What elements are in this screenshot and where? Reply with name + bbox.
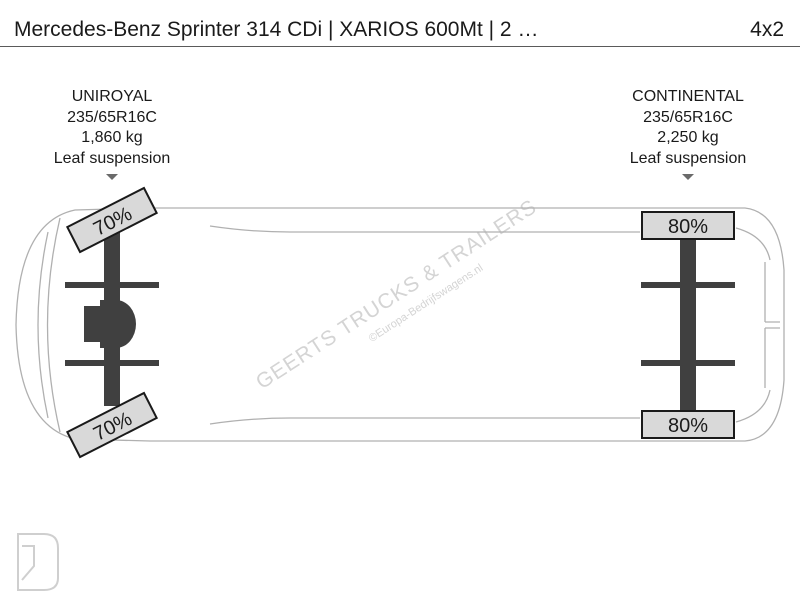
rear-axle: 80% 80% — [641, 211, 735, 439]
rear-leaf-spring-left — [641, 282, 735, 288]
header-bar: Mercedes-Benz Sprinter 314 CDi | XARIOS … — [0, 0, 800, 47]
rear-tire-size: 235/65R16C — [643, 108, 733, 126]
rear-axle-load: 2,250 kg — [657, 129, 719, 146]
front-axle-load: 1,860 kg — [81, 129, 143, 146]
watermark-line1: GEERTS TRUCKS & TRAILERS — [252, 195, 541, 394]
front-tire-size: 235/65R16C — [67, 108, 157, 126]
watermark: GEERTS TRUCKS & TRAILERS ©Europa-Bedrijf… — [252, 195, 541, 394]
front-tire-brand: UNIROYAL — [71, 88, 153, 105]
rear-tire-left: 80% — [641, 211, 735, 240]
rear-axle-marker-icon — [682, 174, 694, 180]
front-axle: 70% 70% — [65, 186, 159, 459]
rear-leaf-spring-right — [641, 360, 735, 366]
front-suspension: Leaf suspension — [53, 149, 171, 167]
rear-suspension: Leaf suspension — [629, 149, 747, 167]
front-leaf-spring-left — [65, 282, 159, 288]
front-axle-info: UNIROYAL 235/65R16C 1,860 kg Leaf suspen… — [17, 87, 207, 169]
front-axle-marker-icon — [106, 174, 118, 180]
axle-configuration: 4x2 — [750, 18, 784, 41]
rear-tire-right-tread: 80% — [668, 415, 708, 437]
rear-axle-info: CONTINENTAL 235/65R16C 2,250 kg Leaf sus… — [593, 87, 783, 169]
differential-housing — [84, 300, 136, 348]
front-leaf-spring-right — [65, 360, 159, 366]
rear-tire-right: 80% — [641, 410, 735, 439]
rear-tire-brand: CONTINENTAL — [632, 88, 744, 105]
rear-tire-left-tread: 80% — [668, 216, 708, 238]
site-logo-icon — [17, 533, 59, 591]
rear-axle-beam — [680, 236, 696, 412]
